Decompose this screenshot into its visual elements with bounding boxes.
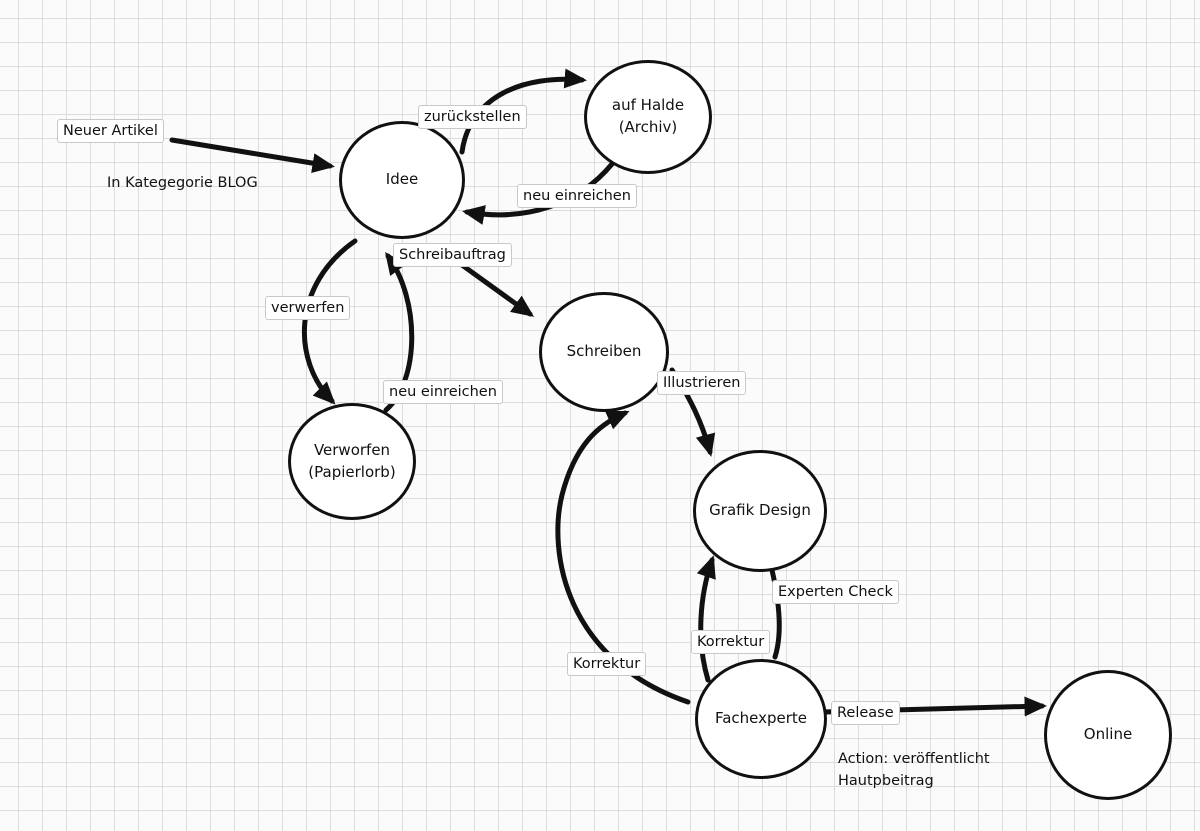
- node-verworfen-sublabel: (Papierlorb): [308, 462, 396, 481]
- node-schreiben[interactable]: Schreiben: [539, 292, 669, 412]
- note-action-line-2: Hautpbeitrag: [838, 773, 934, 789]
- note-action-line-1: Action: veröffentlicht: [838, 751, 990, 767]
- edge-idee-halde: [459, 68, 587, 155]
- edge-label-illustrieren[interactable]: Illustrieren: [657, 371, 747, 395]
- node-auf-halde-label: auf Halde: [611, 96, 685, 115]
- node-online[interactable]: Online: [1044, 670, 1172, 800]
- edge-fachexperte-grafik: [696, 555, 716, 683]
- node-online-label: Online: [1083, 725, 1133, 744]
- edge-label-korrektur-grafik[interactable]: Korrektur: [691, 630, 771, 654]
- node-auf-halde-sublabel: (Archiv): [618, 118, 678, 136]
- node-fachexperte-label: Fachexperte: [714, 709, 808, 728]
- note-action: Action: veröffentlicht Hautpbeitrag: [838, 748, 990, 792]
- node-grafik-design[interactable]: Grafik Design: [693, 450, 827, 572]
- edge-label-neuer-artikel[interactable]: Neuer Artikel: [57, 119, 164, 143]
- edge-idee-schreiben: [452, 257, 535, 317]
- node-fachexperte[interactable]: Fachexperte: [695, 659, 827, 779]
- edge-label-korrektur-schreiben[interactable]: Korrektur: [567, 652, 647, 676]
- node-verworfen[interactable]: Verworfen (Papierlorb): [288, 403, 416, 520]
- node-verworfen-label: Verworfen: [313, 440, 391, 459]
- edge-label-neu-einreichen-archiv[interactable]: neu einreichen: [517, 184, 637, 208]
- node-auf-halde[interactable]: auf Halde (Archiv): [584, 60, 712, 174]
- note-kategorie: In Kategegorie BLOG: [107, 175, 258, 191]
- edge-label-release[interactable]: Release: [831, 701, 900, 725]
- edge-label-neu-einreichen-verworfen[interactable]: neu einreichen: [383, 380, 503, 404]
- edge-label-verwerfen[interactable]: verwerfen: [265, 296, 351, 320]
- edge-idee-verworfen: [301, 238, 358, 405]
- node-idee[interactable]: Idee: [339, 121, 465, 239]
- edge-label-schreibauftrag[interactable]: Schreibauftrag: [393, 243, 512, 267]
- edge-label-zurueckstellen[interactable]: zurückstellen: [418, 105, 527, 129]
- edge-neuer-artikel-idee: [169, 137, 335, 174]
- node-idee-label: Idee: [385, 170, 419, 189]
- node-grafik-design-label: Grafik Design: [709, 501, 811, 520]
- edge-label-experten-check[interactable]: Experten Check: [772, 580, 899, 604]
- node-schreiben-label: Schreiben: [566, 342, 642, 361]
